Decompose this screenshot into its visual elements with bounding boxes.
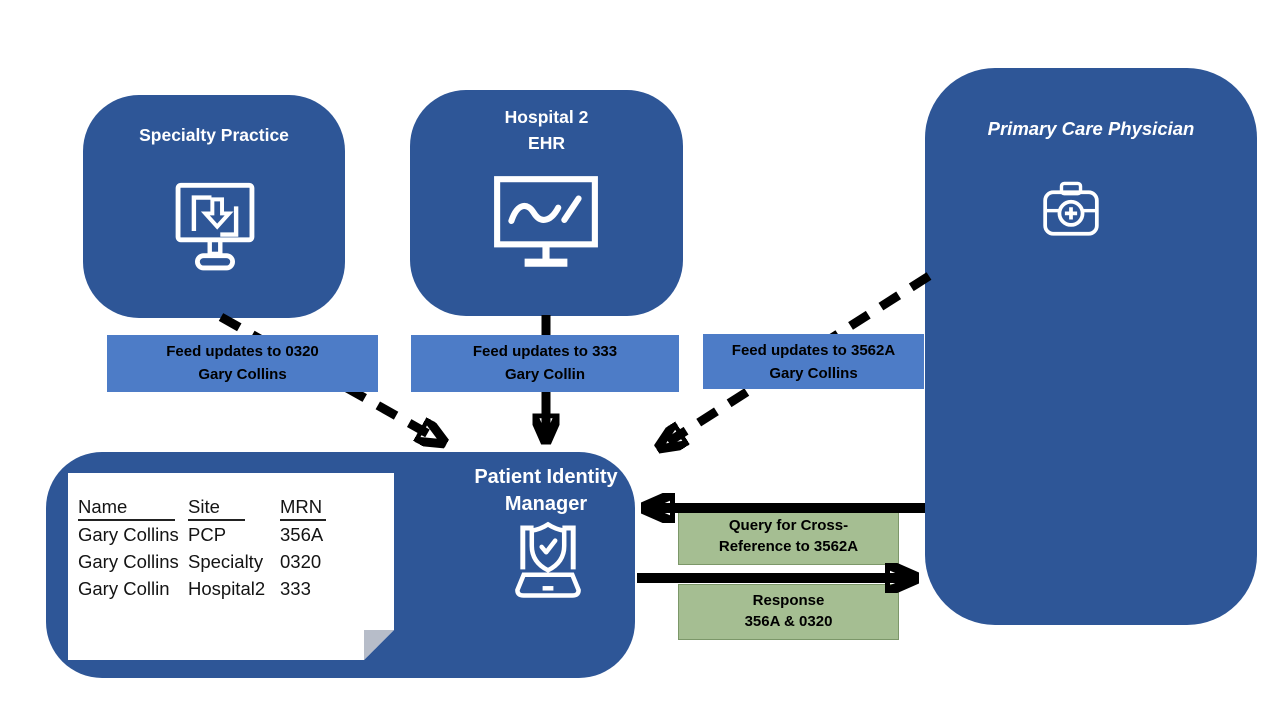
primary-care-physician-title: Primary Care Physician: [987, 118, 1195, 139]
cell-site: Specialty: [188, 551, 264, 572]
query-label: Query for Cross- Reference to 3562A: [678, 509, 899, 565]
feed-label-line2: Gary Collin: [504, 366, 586, 383]
cell-name: Gary Collin: [78, 578, 170, 599]
patient-note: Name Site MRN Gary Collins PCP 356A Gary…: [68, 473, 394, 660]
feed-label-line1: Feed updates to 333: [472, 343, 618, 360]
response-label: Response 356A & 0320: [678, 584, 899, 640]
monitor-pen-icon: [494, 176, 598, 267]
hospital-title-line1: Hospital 2: [504, 107, 589, 127]
pim-title-line2: Manager: [504, 493, 588, 515]
monitor-download-icon: [175, 182, 255, 271]
feed-label-hospital: Feed updates to 333 Gary Collin: [411, 335, 679, 392]
table-row: Gary Collins Specialty 0320: [78, 548, 334, 575]
table-row: Gary Collin Hospital2 333: [78, 575, 334, 602]
cell-site: Hospital2: [188, 578, 266, 599]
cell-name: Gary Collins: [78, 524, 179, 545]
medical-bag-icon: [1043, 181, 1099, 236]
pim-title-line1: Patient Identity: [474, 466, 618, 488]
hospital-2-ehr-title: Hospital 2 EHR: [410, 90, 683, 156]
specialty-practice-node: Specialty Practice: [83, 95, 345, 318]
table-header-row: Name Site MRN: [78, 493, 334, 521]
patient-identity-manager-node: Name Site MRN Gary Collins PCP 356A Gary…: [46, 452, 635, 678]
table-row: Gary Collins PCP 356A: [78, 521, 334, 548]
hospital-2-ehr-node: Hospital 2 EHR: [410, 90, 683, 316]
feed-label-pcp: Feed updates to 3562A Gary Collins: [703, 334, 924, 389]
cell-mrn: 333: [280, 578, 311, 599]
cell-mrn: 0320: [280, 551, 322, 572]
query-line1: Query for Cross-: [728, 517, 849, 534]
mrn-table: Name Site MRN Gary Collins PCP 356A Gary…: [78, 493, 334, 602]
cell-site: PCP: [188, 524, 227, 545]
table-header-mrn: MRN: [280, 494, 326, 521]
primary-care-physician-node: Primary Care Physician: [925, 68, 1257, 625]
folded-corner: [364, 630, 394, 660]
cell-name: Gary Collins: [78, 551, 179, 572]
feed-label-line1: Feed updates to 0320: [166, 343, 319, 360]
feed-label-line1: Feed updates to 3562A: [731, 342, 896, 359]
table-header-site: Site: [188, 494, 245, 521]
pim-title: Patient Identity Manager: [451, 464, 641, 518]
query-line2: Reference to 3562A: [718, 538, 859, 555]
feed-label-line2: Gary Collins: [769, 365, 858, 382]
feed-label-line2: Gary Collins: [198, 366, 287, 383]
response-line1: Response: [752, 592, 825, 609]
response-line2: 356A & 0320: [744, 613, 833, 630]
hospital-title-line2: EHR: [528, 133, 565, 153]
laptop-shield-icon: [515, 521, 581, 598]
specialty-practice-title: Specialty Practice: [139, 125, 289, 145]
table-header-name: Name: [78, 494, 175, 521]
cell-mrn: 356A: [280, 524, 324, 545]
feed-label-specialty: Feed updates to 0320 Gary Collins: [107, 335, 378, 392]
